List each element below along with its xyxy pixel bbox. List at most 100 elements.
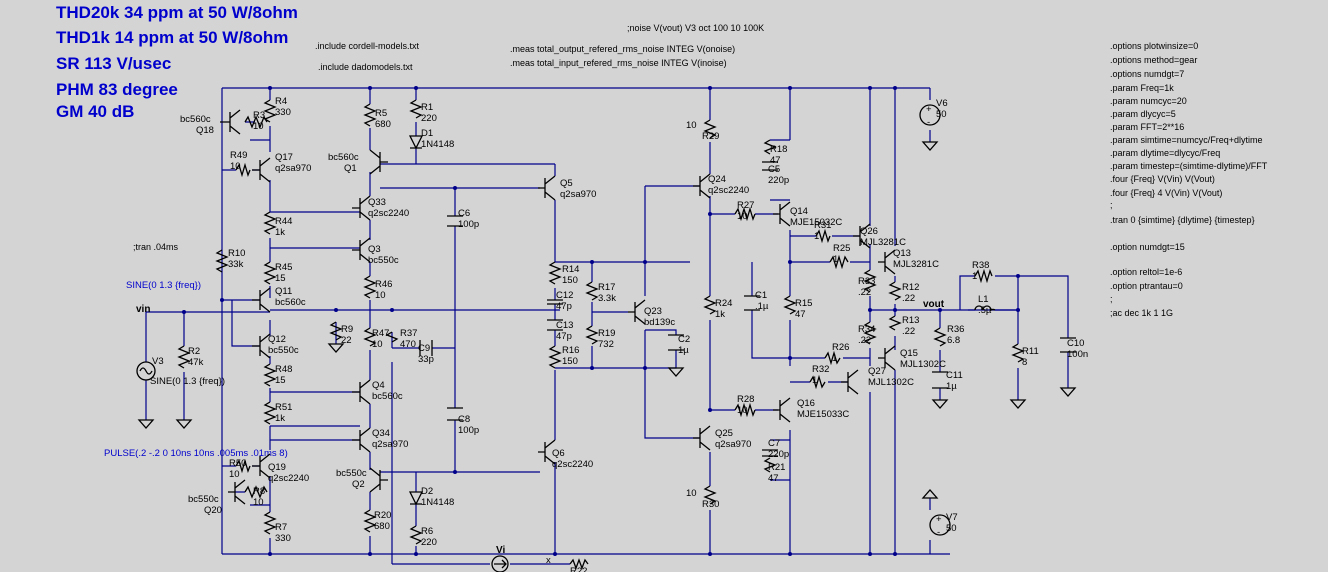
component-r13[interactable]: R13.22 bbox=[902, 315, 919, 337]
source-value[interactable]: SINE(0 1.3 {freq}) bbox=[126, 280, 201, 291]
spice-directive[interactable]: .include dadomodels.txt bbox=[318, 62, 413, 72]
spice-directive[interactable]: ;tran .04ms bbox=[133, 242, 179, 252]
component-r33[interactable]: R33.22 bbox=[858, 276, 875, 298]
component-r34[interactable]: R34.22 bbox=[858, 324, 875, 346]
component-r12[interactable]: R12.22 bbox=[902, 282, 919, 304]
component-v3[interactable]: V3 bbox=[152, 356, 164, 367]
source-value[interactable]: SINE(0 1.3 {freq}) bbox=[150, 376, 225, 387]
spice-directive[interactable]: ;noise V(vout) V3 oct 100 10 100K bbox=[627, 23, 764, 33]
net-label-vout[interactable]: vout bbox=[923, 299, 945, 310]
component-r22[interactable]: R22 bbox=[570, 566, 587, 572]
spice-directive[interactable]: .include cordell-models.txt bbox=[315, 41, 420, 51]
component-c1[interactable]: C1.1µ bbox=[755, 290, 769, 312]
spice-directive[interactable]: .meas total_input_refered_rms_noise INTE… bbox=[510, 58, 727, 68]
options-block[interactable]: .options plotwinsize=0 .options method=g… bbox=[1110, 41, 1268, 318]
net-label-vi[interactable]: Vi bbox=[496, 545, 505, 556]
source-value[interactable]: PULSE(.2 -.2 0 10ns 10ns .005ms .01ms 8) bbox=[104, 448, 288, 459]
net-label-x[interactable]: x bbox=[546, 555, 551, 566]
spice-directive[interactable]: .meas total_output_refered_rms_noise INT… bbox=[510, 44, 735, 54]
net-label-vin[interactable]: vin bbox=[136, 304, 150, 315]
component-l1[interactable]: L1.5µ bbox=[978, 294, 992, 316]
